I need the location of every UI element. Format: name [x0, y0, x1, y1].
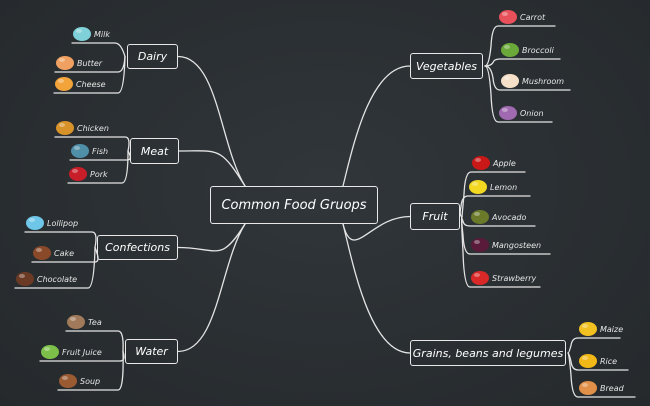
roast-chicken-icon: [55, 119, 75, 135]
corn-icon: [578, 320, 598, 336]
leaf-vegetables-mushroom[interactable]: Mushroom: [522, 77, 565, 86]
avocado-icon: [470, 208, 490, 224]
leaf-dairy-butter[interactable]: Butter: [77, 59, 103, 68]
leaf-water-tea[interactable]: Tea: [88, 318, 102, 327]
branch-line-grains: [342, 223, 411, 354]
leaf-line: [484, 65, 571, 91]
leaf-dairy-cheese[interactable]: Cheese: [76, 80, 106, 89]
leaf-line: [461, 171, 526, 218]
leaf-water-fruit-juice[interactable]: Fruit Juice: [62, 348, 102, 357]
cake-icon: [32, 244, 52, 260]
leaf-line: [459, 195, 531, 218]
leaf-meat-pork[interactable]: Pork: [90, 170, 108, 179]
leaf-meat-fish[interactable]: Fish: [92, 147, 109, 156]
lemon-icon: [468, 178, 488, 194]
milk-icon: [72, 25, 92, 41]
leaf-line: [57, 350, 124, 391]
leaf-line: [71, 42, 126, 58]
coconut-juice-icon: [40, 343, 60, 359]
leaf-line: [484, 25, 556, 67]
topic-dairy[interactable]: Dairy: [127, 44, 178, 69]
branch-line-confections: [177, 223, 246, 252]
lollipop-icon: [25, 214, 45, 230]
leaf-meat-chicken[interactable]: Chicken: [77, 124, 109, 133]
bread-icon: [578, 379, 598, 395]
cracker-icon: [54, 75, 74, 91]
leaf-grains-maize[interactable]: Maize: [600, 325, 624, 334]
leaf-line: [567, 337, 621, 354]
topic-confections[interactable]: Confections: [97, 235, 178, 260]
apple-icon: [471, 154, 491, 170]
cake-slice-icon: [55, 54, 75, 70]
broccoli-icon: [500, 41, 520, 57]
topic-meat[interactable]: Meat: [130, 138, 179, 164]
topic-grains[interactable]: Grains, beans and legumes: [410, 340, 566, 366]
leaf-line: [567, 352, 629, 371]
leaf-confections-chocolate[interactable]: Chocolate: [37, 275, 78, 284]
leaf-line: [461, 215, 541, 288]
leaf-vegetables-onion[interactable]: Onion: [520, 109, 544, 118]
strawberry-icon: [470, 269, 490, 285]
leaf-fruit-strawberry[interactable]: Strawberry: [492, 274, 537, 283]
leaf-fruit-avocado[interactable]: Avocado: [492, 213, 527, 222]
central-topic[interactable]: Common Food Gruops: [210, 186, 378, 224]
branch-line-fruit: [342, 215, 411, 241]
leaf-vegetables-carrot[interactable]: Carrot: [520, 13, 546, 22]
leaf-grains-rice[interactable]: Rice: [600, 357, 618, 366]
leaf-water-soup[interactable]: Soup: [80, 377, 101, 386]
fish-icon: [70, 142, 90, 158]
branch-line-water: [177, 223, 246, 353]
leaf-line: [484, 65, 553, 123]
topic-water[interactable]: Water: [125, 339, 178, 364]
mushroom-icon: [500, 72, 520, 88]
topic-vegetables[interactable]: Vegetables: [410, 53, 483, 79]
leaf-line: [484, 58, 561, 67]
leaf-fruit-apple[interactable]: Apple: [493, 159, 516, 168]
leaf-fruit-lemon[interactable]: Lemon: [490, 183, 518, 192]
carrot-icon: [498, 8, 518, 24]
leaf-confections-lollipop[interactable]: Lollipop: [47, 219, 79, 228]
branch-line-vegetables: [342, 65, 411, 187]
chocolate-icon: [15, 270, 35, 286]
leaf-dairy-milk[interactable]: Milk: [94, 30, 110, 39]
leaf-fruit-mangosteen[interactable]: Mangosteen: [492, 241, 542, 250]
leaf-line: [567, 352, 636, 398]
onion-icon: [498, 104, 518, 120]
topic-fruit[interactable]: Fruit: [410, 203, 460, 230]
leaf-confections-cake[interactable]: Cake: [54, 249, 75, 258]
branch-line-dairy: [177, 55, 246, 187]
leaf-line: [14, 246, 96, 289]
leaf-grains-bread[interactable]: Bread: [600, 384, 624, 393]
mangosteen-icon: [470, 236, 490, 252]
leaf-line: [65, 330, 124, 353]
leaf-vegetables-broccoli[interactable]: Broccoli: [522, 46, 554, 55]
branch-line-meat: [178, 150, 246, 187]
leaf-line: [53, 55, 126, 94]
soup-bowl-icon: [58, 372, 78, 388]
meat-icon: [68, 165, 88, 181]
teapot-icon: [66, 313, 86, 329]
leaf-line: [67, 150, 129, 184]
leaf-line: [24, 231, 97, 249]
leaf-line: [54, 136, 130, 152]
rice-bowl-icon: [578, 352, 598, 368]
